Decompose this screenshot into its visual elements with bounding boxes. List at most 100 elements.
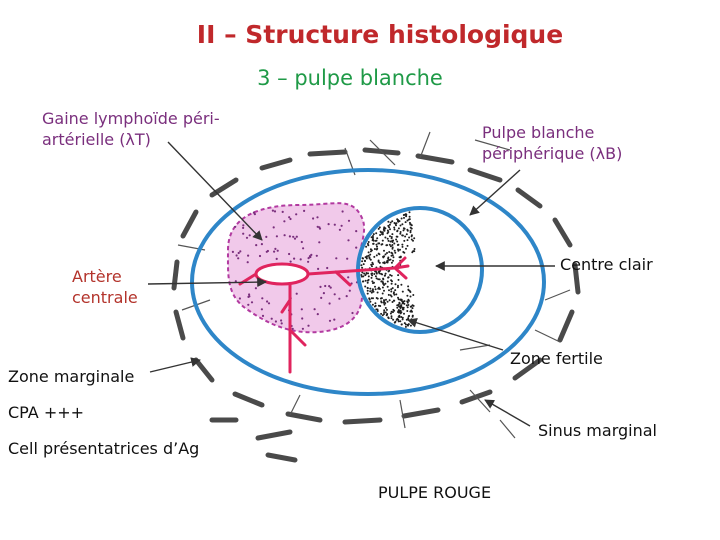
zone-fertile-dot [403,251,406,254]
zone-fertile-dot [402,308,405,311]
label-zone-fertile: Zone fertile [510,349,603,368]
zone-fertile-dot [386,285,389,288]
zone-fertile-dot [365,272,368,274]
zone-fertile-dot [371,280,374,283]
lymphocyte-dot [247,303,250,306]
pointer-arrows [147,141,555,427]
zone-fertile-dot [391,246,394,249]
lymphocyte-dot [302,247,305,250]
zone-fertile-dot [375,277,378,280]
lymphocyte-dot [295,235,298,238]
zone-fertile-dot [364,285,367,288]
lymphocyte-dot [347,276,350,279]
zone-fertile-dot [374,285,376,288]
zone-fertile-dot [409,231,412,234]
lymphocyte-dot [316,216,319,219]
zone-fertile-dot [402,229,405,232]
zone-fertile-dot [400,316,403,318]
lymphocyte-dot [261,297,264,300]
zone-fertile-dot [390,295,393,298]
zone-fertile-dot [392,318,395,321]
zone-fertile-dot [388,223,391,226]
zone-fertile-dot [405,247,407,250]
zone-fertile-dot [384,253,387,256]
zone-fertile-dot [399,248,401,251]
lymphocyte-dot [351,311,354,315]
zone-fertile-dot [397,278,400,281]
zone-fertile-dot [390,282,393,285]
zone-fertile-dot [376,237,379,240]
zone-fertile-dot [367,251,370,254]
zone-fertile-dot [390,288,393,291]
zone-fertile-dot [384,307,387,309]
lymphocyte-dot [329,286,332,289]
zone-fertile-dot [388,226,391,229]
zone-fertile-dot [381,292,384,295]
lymphocyte-dot [345,295,348,298]
zone-fertile-dot [383,289,385,292]
zone-fertile-dot [396,229,399,232]
zone-fertile-dot [383,309,386,312]
lymphocyte-dot [319,285,322,288]
zone-fertile-dot [398,316,401,318]
zone-fertile-dot [401,234,404,237]
zone-fertile-dot [401,306,404,309]
zone-fertile-dot [369,253,372,256]
zone-fertile-dots [360,211,416,328]
zone-fertile-dot [408,236,411,239]
zone-fertile-dot [369,250,372,253]
zone-fertile-dot [396,306,399,309]
zone-fertile-dot [371,265,373,268]
lymphocyte-dot [348,289,351,292]
lymphocyte-dot [238,297,241,300]
zone-fertile-dot [364,260,366,263]
zone-fertile-dot [410,235,413,238]
lymphocyte-dot [328,319,332,322]
lymphocyte-dot [308,255,311,258]
zone-fertile-dot [368,297,371,300]
zone-fertile-dot [382,282,385,285]
zone-fertile-dot [387,257,390,260]
zone-fertile-dot [391,244,394,246]
zone-fertile-dot [367,244,370,247]
zone-fertile-dot [369,287,372,290]
label-centre-clair: Centre clair [560,255,653,274]
lymphocyte-dot [307,324,310,327]
zone-fertile-dot [370,276,373,279]
lymphocyte-dot [231,250,234,253]
page-subtitle: 3 – pulpe blanche [257,66,443,90]
zone-fertile-dot [383,249,385,252]
zone-fertile-dot [375,272,378,275]
zone-fertile-dot [373,255,376,258]
zone-fertile-dot [390,236,393,238]
zone-fertile-dot [387,276,390,279]
label-pulpe-blanche-line2: périphérique (λB) [482,144,623,163]
lymphocyte-dot [254,287,257,290]
zone-fertile-dot [361,266,364,269]
lymphocyte-dot [326,266,329,270]
lymphocyte-dot [260,243,263,246]
zone-fertile-dot [403,227,406,230]
zone-fertile-dot [410,227,413,230]
zone-fertile-dot [395,318,398,321]
zone-fertile-dot [364,274,367,277]
lymphocyte-dot [261,314,265,317]
label-pulpe-blanche-line1: Pulpe blanche [482,123,595,142]
zone-fertile-dot [387,220,390,223]
zone-fertile-dot [412,304,415,307]
zone-fertile-dot [397,220,400,223]
lymphocyte-dot [245,236,249,239]
zone-fertile-dot [384,302,387,305]
zone-fertile-dot [385,298,387,301]
zone-fertile-dot [391,220,394,223]
zone-fertile-dot [404,235,407,238]
zone-fertile-dot [371,239,374,242]
zone-fertile-dot [409,229,412,232]
zone-fertile-dot [376,245,378,248]
zone-fertile-dot [373,273,376,275]
zone-fertile-dot [387,270,390,273]
lymphocyte-dot [289,217,292,221]
lymphocyte-dot [280,319,283,322]
zone-fertile-dot [371,274,374,277]
